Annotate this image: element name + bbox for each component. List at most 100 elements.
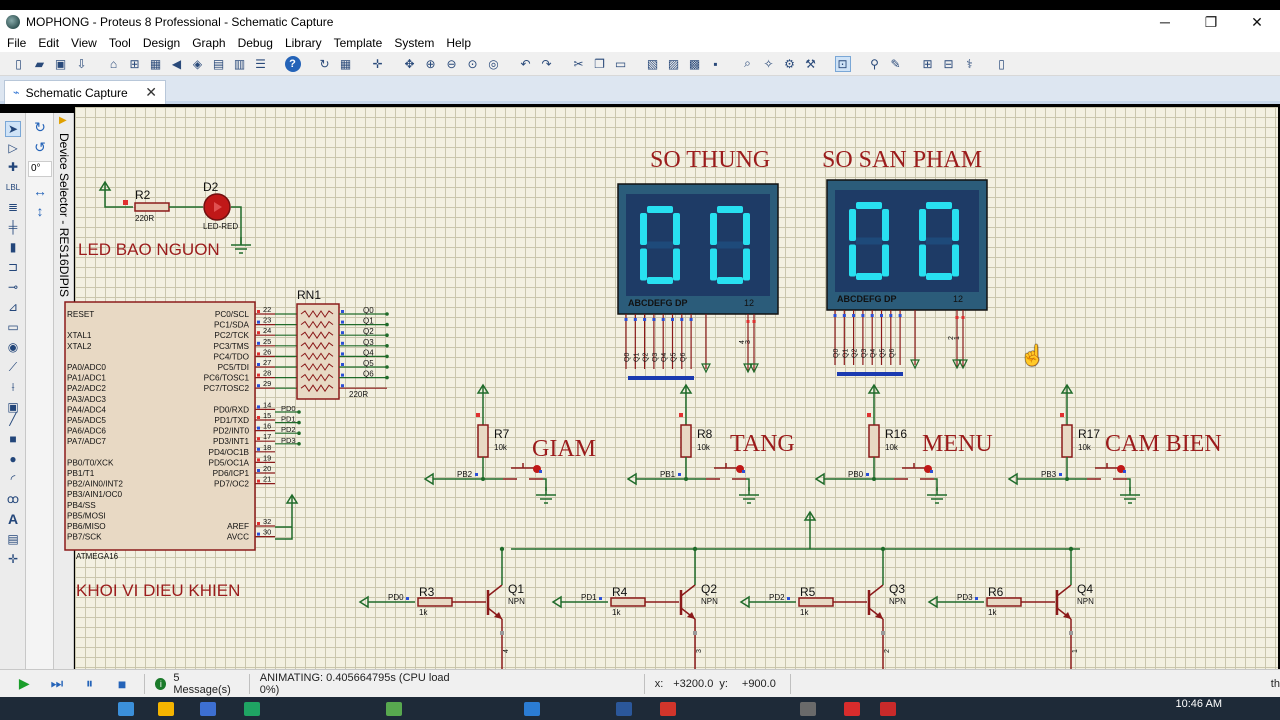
bus-icon[interactable]: ╪ [8,220,18,234]
bom-icon[interactable]: ▤ [212,56,225,71]
text-icon[interactable]: A [7,511,19,527]
import-icon[interactable]: ⇩ [76,56,87,71]
taskbar-app-icon[interactable] [844,702,860,716]
taskbar-app-icon[interactable] [880,702,896,716]
mirror-x-icon[interactable]: ↔ [33,183,47,199]
taskbar-app-icon[interactable] [386,702,402,716]
notes-icon[interactable]: ▥ [233,56,246,71]
save-icon[interactable]: ▣ [54,56,67,71]
menu-system[interactable]: System [394,36,435,50]
play-simulation-button[interactable]: ▶ [18,675,30,691]
taskbar-app-icon[interactable] [660,702,676,716]
decompose-icon[interactable]: ⚒ [805,56,816,71]
undo-icon[interactable]: ↶ [520,56,531,71]
rotate-clockwise-icon[interactable]: ↻ [34,118,46,135]
menu-help[interactable]: Help [446,36,472,50]
tape-icon[interactable]: ▭ [7,320,19,334]
resistor-r2[interactable] [134,202,170,212]
pullup-resistor[interactable] [868,424,880,458]
redo-icon[interactable]: ↷ [541,56,552,71]
gerber-icon[interactable]: ◀ [171,56,182,71]
base-resistor[interactable] [417,597,453,607]
make-device-icon[interactable]: ✧ [763,56,774,71]
junction-icon[interactable]: ✚ [7,160,19,174]
symbol-icon[interactable]: ▤ [7,532,19,546]
current-probe-icon[interactable]: ⟊ [11,379,15,394]
generator-icon[interactable]: ◉ [7,340,19,354]
taskbar-app-icon[interactable] [158,702,174,716]
mcu-atmega16[interactable] [64,301,256,551]
marker-icon[interactable]: ✛ [7,552,19,566]
pick-device-icon[interactable]: ⌕ [744,56,751,70]
block-copy-icon[interactable]: ▧ [646,56,659,71]
pause-simulation-button[interactable]: ⏸ [85,675,93,691]
new-file-icon[interactable]: ▯ [15,56,22,71]
taskbar-app-icon[interactable] [244,702,260,716]
block-move-icon[interactable]: ▨ [667,56,680,71]
pullup-resistor[interactable] [680,424,692,458]
line-icon[interactable]: ╱ [9,412,17,426]
netlist-icon[interactable]: ⚕ [966,56,973,71]
block-delete-icon[interactable]: ▪ [713,56,718,71]
pan-icon[interactable]: ✥ [404,56,415,71]
copy-icon[interactable]: ❐ [594,56,605,71]
text-script-icon[interactable]: ≣ [7,200,19,214]
taskbar-app-icon[interactable] [200,702,216,716]
taskbar-app-icon[interactable] [800,702,816,716]
voltage-probe-icon[interactable]: ⟋ [8,359,18,374]
cut-icon[interactable]: ✂ [573,56,584,71]
minimize-button[interactable]: ─ [1160,14,1170,30]
design-explorer-icon[interactable]: ☰ [255,56,266,71]
taskbar-app-icon[interactable] [118,702,134,716]
refresh-icon[interactable]: ↻ [319,56,330,71]
packaging-icon[interactable]: ⚙ [784,56,795,71]
zoom-area-icon[interactable]: ◎ [488,56,499,71]
restore-button[interactable]: ❐ [1204,13,1218,30]
mirror-y-icon[interactable]: ↕ [36,203,44,219]
property-tool-icon[interactable]: ✎ [890,56,901,71]
base-resistor[interactable] [610,597,646,607]
new-sheet-icon[interactable]: ⊞ [922,56,933,71]
menu-template[interactable]: Template [333,36,383,50]
search-icon[interactable]: ⚲ [870,56,879,71]
delete-sheet-icon[interactable]: ⊟ [943,56,954,71]
wire-label-icon[interactable]: LBL [5,182,21,192]
zoom-all-icon[interactable]: ⊙ [467,56,478,71]
menu-file[interactable]: File [7,36,27,50]
pullup-resistor[interactable] [1061,424,1073,458]
rotate-anticlockwise-icon[interactable]: ↺ [34,138,46,155]
menu-design[interactable]: Design [142,36,181,50]
subcircuit-icon[interactable]: ▮ [9,240,17,254]
tab-schematic-capture[interactable]: ⌁ Schematic Capture ✕ [4,80,166,104]
paste-icon[interactable]: ▭ [614,56,627,71]
base-resistor[interactable] [798,597,834,607]
graph-icon[interactable]: ⊿ [7,300,19,314]
menu-tool[interactable]: Tool [108,36,131,50]
messages-count[interactable]: 5 Message(s) [173,671,231,696]
taskbar-app-icon[interactable] [524,702,540,716]
selection-mode-icon[interactable]: ➤ [5,121,21,137]
box-icon[interactable]: ■ [9,432,17,446]
path-icon[interactable]: ꝏ [6,492,20,506]
pcb-icon[interactable]: ▦ [149,56,162,71]
base-resistor[interactable] [986,597,1022,607]
pin-icon[interactable]: ⊸ [7,280,19,294]
block-rotate-icon[interactable]: ▩ [688,56,701,71]
menu-library[interactable]: Library [284,36,322,50]
expand-arrow-icon[interactable]: ▶ [59,115,67,126]
terminal-icon[interactable]: ⊐ [7,260,19,274]
grid-icon[interactable]: ▦ [339,56,352,71]
rotation-angle-field[interactable]: 0° [28,161,52,177]
taskbar-app-icon[interactable] [616,702,632,716]
wire-autorouter-icon[interactable]: ⊡ [834,55,851,72]
